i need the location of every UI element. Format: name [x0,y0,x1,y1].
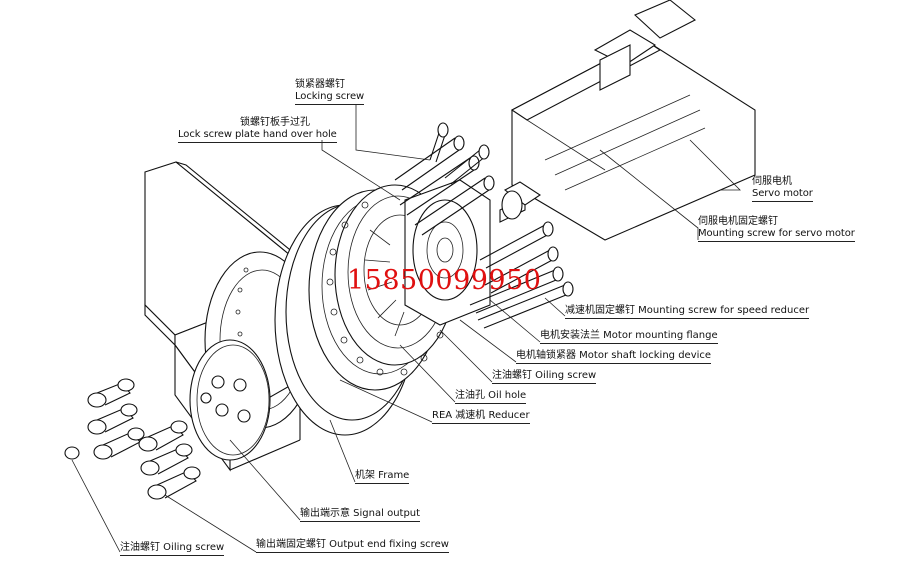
phone-watermark: 15850099950 [347,265,542,296]
label-signal-output: 输出端示意 Signal output [300,508,421,522]
label-servo-mount-screw: 伺服电机固定螺钉 Mounting screw for servo motor [698,216,855,242]
label-motor-flange: 电机安装法兰 Motor mounting flange [540,330,718,344]
label-oiling-screw-bottom: 注油螺钉 Oiling screw [120,542,225,556]
label-locking-screw: 锁紧器螺钉 Locking screw [295,79,364,105]
leader-lines [71,104,741,553]
label-servo-motor-zh: 伺服电机 [752,176,792,187]
label-oiling-screw-top: 注油螺钉 Oiling screw [492,370,597,384]
label-lock-screw-plate-en: Lock screw plate hand over hole [178,129,337,143]
motor-flange-drawing [404,179,491,326]
label-servo-mount-screw-zh: 伺服电机固定螺钉 [698,216,778,227]
label-reducer-mount-screw: 减速机固定螺钉 Mounting screw for speed reducer [565,305,810,319]
label-locking-screw-zh: 锁紧器螺钉 [295,79,345,90]
label-locking-screw-en: Locking screw [295,91,364,105]
output-disc-drawing [189,339,271,461]
label-reducer: REA 减速机 Reducer [432,410,530,424]
label-frame: 机架 Frame [355,470,410,484]
label-servo-motor: 伺服电机 Servo motor [752,176,813,202]
label-shaft-locking: 电机轴锁紧器 Motor shaft locking device [516,350,712,364]
label-servo-motor-en: Servo motor [752,188,813,202]
label-lock-screw-plate: 锁螺钉板手过孔 Lock screw plate hand over hole [178,117,337,143]
output-fixing-screws-drawing [64,378,201,500]
label-output-fixing-screw: 输出端固定螺钉 Output end fixing screw [256,539,449,553]
label-lock-screw-plate-zh: 锁螺钉板手过孔 [240,117,310,128]
servo-motor-drawing [501,0,756,241]
label-oil-hole: 注油孔 Oil hole [455,390,527,404]
label-servo-mount-screw-en: Mounting screw for servo motor [698,228,855,242]
